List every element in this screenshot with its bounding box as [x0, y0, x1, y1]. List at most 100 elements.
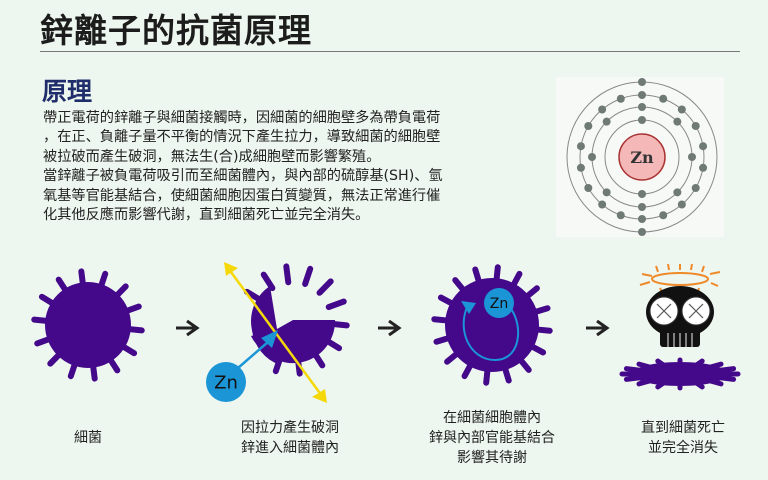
electron — [598, 200, 607, 209]
text-line: 被拉破而產生破洞，無法生(合)成細胞壁而影響繁殖。 — [43, 148, 381, 165]
halo-icon — [639, 263, 721, 293]
bacteria-spike — [260, 271, 276, 292]
electron — [638, 78, 646, 86]
halo-ray — [639, 281, 651, 286]
zinc-atom-diagram: Zn — [556, 77, 724, 237]
halo-ray — [701, 265, 705, 273]
puddle-body — [632, 362, 728, 386]
electron — [659, 94, 668, 103]
electron — [677, 200, 686, 209]
explanation-text: 帶正電荷的鋅離子與細菌接觸時，因細菌的細胞壁多為帶負電荷 ，在正、負離子量不平衡… — [43, 109, 543, 225]
ion-label: Zn — [214, 372, 238, 393]
halo-ray — [667, 263, 670, 271]
bacteria-body — [45, 282, 131, 368]
bacteria-fragment — [252, 330, 280, 365]
ion-path-arrowhead — [261, 330, 278, 348]
halo-ring — [651, 272, 709, 286]
halo-ray — [641, 273, 653, 277]
electron — [598, 105, 607, 114]
text-line: 氧基等官能基結合，使細菌細胞因蛋白質變質，無法正常進行催 — [43, 187, 441, 204]
x-eye-mark — [688, 303, 704, 319]
x-eye-mark — [656, 303, 672, 319]
electron — [638, 103, 646, 111]
bacteria-spike — [283, 263, 292, 286]
ion-circle — [206, 362, 246, 402]
electron — [638, 116, 646, 124]
pull-arrow-up — [224, 262, 238, 276]
label-line: 影響其待謝 — [457, 450, 527, 466]
arrow-head — [388, 319, 402, 337]
electron — [638, 228, 646, 236]
ion-path-line — [237, 341, 269, 369]
halo-ray — [690, 263, 693, 271]
ion-label: Zn — [490, 296, 508, 312]
bacterium-infiltrated — [431, 264, 553, 386]
label-line: 因拉力產生破洞 — [241, 420, 339, 436]
label-line: 鋅進入細菌體內 — [241, 440, 339, 456]
electron — [588, 153, 596, 161]
dissolved-bacterium — [619, 357, 741, 391]
text-line: 帶正電荷的鋅離子與細菌接觸時，因細菌的細胞壁多為帶負電荷 — [43, 110, 441, 126]
electron — [638, 190, 646, 198]
section-heading: 原理 — [42, 77, 93, 106]
bacteria-spike — [302, 265, 314, 287]
electron — [699, 142, 708, 151]
bacterium-torn — [243, 263, 350, 377]
nucleus — [618, 133, 666, 181]
electron — [616, 211, 625, 220]
pull-arrow-down — [312, 389, 327, 403]
electron — [602, 188, 611, 197]
right-arrow-icon — [586, 319, 610, 337]
electron — [616, 94, 625, 103]
electron — [638, 215, 646, 223]
step-2-label: 因拉力產生破洞 鋅進入細菌體內 — [190, 418, 390, 458]
electron — [638, 203, 646, 211]
electron — [576, 142, 585, 151]
step-1-label: 細菌 — [0, 428, 188, 448]
right-arrow-icon — [176, 319, 200, 337]
electron — [699, 163, 708, 172]
arrow-head — [596, 319, 610, 337]
label-line: 並完全消失 — [648, 440, 718, 456]
label-line: 細菌 — [74, 430, 102, 446]
nucleus-symbol: Zn — [630, 148, 654, 167]
skull-icon — [646, 286, 714, 347]
page-title: 鋅離子的抗菌原理 — [40, 11, 312, 50]
title-divider — [40, 51, 740, 52]
electron — [673, 117, 682, 126]
electron — [602, 117, 611, 126]
ion-circulation-path — [462, 302, 519, 362]
electron — [688, 153, 696, 161]
text-line: ，在正、負離子量不平衡的情況下產生拉力，導致細菌的細胞壁 — [43, 129, 441, 146]
label-line: 直到細菌死亡 — [641, 420, 725, 436]
circulation-arrowhead — [461, 301, 476, 314]
text-line: 化其他反應而影響代謝，直到細菌死亡並完全消失。 — [43, 207, 370, 224]
ion-circle — [484, 288, 514, 318]
electron — [691, 122, 700, 130]
dead-bacterium — [619, 263, 741, 391]
label-line: 在細菌細胞體內 — [443, 410, 541, 426]
step-4-label: 直到細菌死亡 並完全消失 — [583, 418, 768, 458]
electron — [673, 188, 682, 197]
electron — [659, 211, 668, 220]
zinc-ion: Zn — [206, 362, 246, 402]
bacteria-spike — [316, 278, 334, 296]
bacterium-intact — [31, 268, 145, 382]
halo-ray — [709, 271, 721, 275]
zinc-ion: Zn — [484, 288, 514, 318]
bacteria-spike — [325, 298, 347, 311]
electron — [584, 122, 593, 130]
electron — [691, 184, 700, 192]
label-line: 鋅與內部官能基結合 — [429, 430, 555, 446]
electron — [584, 184, 593, 192]
halo-ray — [710, 282, 719, 287]
step-3-label: 在細菌細胞體內 鋅與內部官能基結合 影響其待謝 — [392, 408, 592, 468]
arrow-head — [186, 319, 200, 337]
text-line: 當鋅離子被負電荷吸引而至細菌體內，與內部的硫醇基(SH)、氫 — [43, 168, 443, 185]
halo-ray — [655, 265, 659, 273]
atom-svg: Zn — [566, 78, 718, 236]
electron — [576, 163, 585, 172]
electron — [677, 105, 686, 114]
electron — [638, 91, 646, 99]
